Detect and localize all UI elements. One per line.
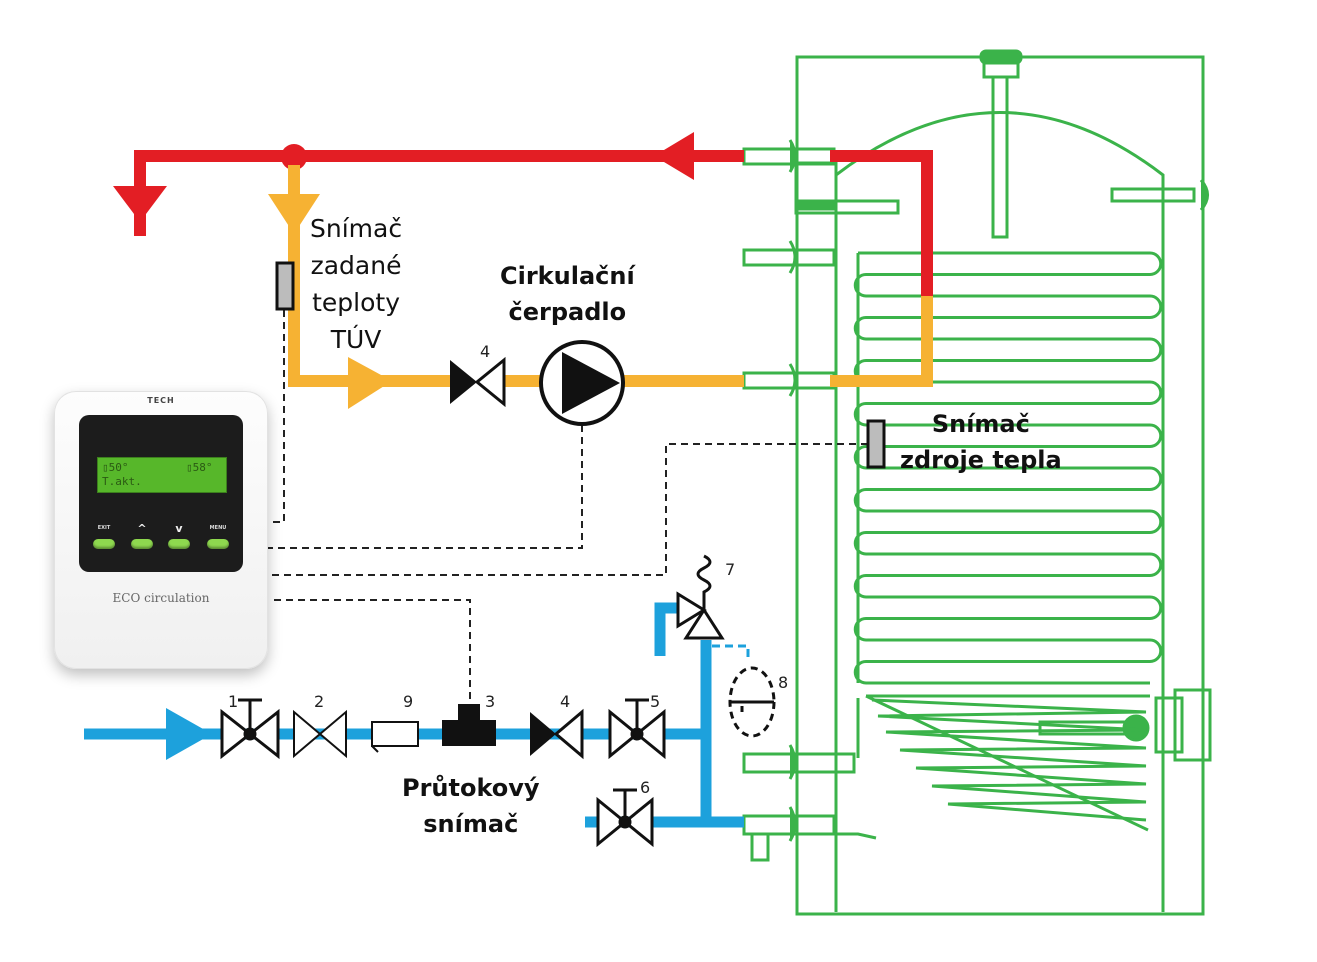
- dhw-sensor-label-line4: TÚV: [330, 325, 382, 354]
- lcd-mode-text: T.akt.: [102, 475, 142, 488]
- tank-sensor-well: [991, 75, 1009, 239]
- device-logo: ECO circulation: [112, 591, 210, 605]
- hot-junction: [281, 144, 307, 170]
- check-valve-top: [450, 356, 506, 408]
- circulation-pipe-left: [288, 165, 452, 387]
- heater-flange: [1154, 696, 1184, 754]
- label-num-3: 3: [485, 692, 496, 711]
- hot-outlet-arrow: [113, 186, 167, 222]
- shutoff-valve-5: [608, 698, 666, 760]
- signal-pump: [268, 425, 583, 549]
- dhw-sensor-label: Snímač zadané teploty TÚV: [310, 210, 402, 358]
- dhw-sensor-label-line1: Snímač: [310, 214, 403, 243]
- safety-valve-outlet: [654, 602, 684, 656]
- heat-source-sensor-label: Snímač zdroje tepla: [900, 406, 1062, 478]
- port-circulation-return: [742, 371, 836, 390]
- port-empty-1: [742, 248, 836, 267]
- down-icon: v: [175, 522, 183, 535]
- signal-heat-source: [268, 443, 868, 576]
- device-front-panel: ▯50° ▯58° T.akt. EXIT ^ v MENU: [79, 415, 243, 572]
- exit-button-label: EXIT: [97, 525, 111, 531]
- lower-coil-turns: [871, 698, 1147, 822]
- heater-cap: [1173, 688, 1212, 762]
- flange-2: [788, 240, 797, 274]
- hot-tank-loop: [830, 150, 933, 296]
- heat-source-sensor-label-line2: zdroje tepla: [900, 446, 1062, 474]
- shutoff-valve-1: [220, 698, 280, 760]
- device-brand: TECH: [147, 396, 175, 405]
- label-num-4-bottom: 4: [560, 692, 571, 711]
- exit-button[interactable]: [93, 539, 115, 549]
- expansion-vessel-8: [728, 666, 776, 738]
- lower-heat-exchanger-coil: [856, 694, 1150, 832]
- tank-top-port-collar: [982, 61, 1020, 79]
- flange-5: [788, 806, 797, 842]
- menu-button[interactable]: [207, 539, 229, 549]
- port-sensor-well-fill: [794, 200, 838, 211]
- eco-circulation-controller: TECH ▯50° ▯58° T.akt. EXIT ^ v MENU ECO …: [54, 391, 268, 669]
- up-icon: ^: [137, 522, 147, 535]
- label-num-7: 7: [725, 560, 736, 579]
- signal-flow-sensor: [274, 599, 471, 704]
- signal-lines: [268, 310, 868, 704]
- label-num-2: 2: [314, 692, 325, 711]
- device-lcd: ▯50° ▯58° T.akt.: [97, 457, 227, 493]
- lcd-set-temp: ▯50°: [102, 461, 129, 474]
- port-drain: [742, 814, 836, 836]
- down-button[interactable]: [168, 539, 190, 549]
- label-num-1: 1: [228, 692, 239, 711]
- drain-inner: [836, 832, 877, 840]
- hot-flow-arrow: [654, 132, 694, 180]
- pump-label-line2: čerpadlo: [508, 298, 627, 326]
- tank-right-port: [1110, 187, 1196, 203]
- strainer-9: [371, 721, 419, 753]
- port-box-1: [794, 161, 838, 205]
- port-cold-in: [742, 752, 856, 774]
- label-num-8: 8: [778, 673, 789, 692]
- flow-sensor-label: Průtokový snímač: [402, 770, 540, 842]
- port-drain-stub: [750, 832, 770, 862]
- expansion-link: [712, 644, 750, 658]
- dhw-sensor-label-line3: teploty: [312, 288, 400, 317]
- flow-sensor-3: [442, 704, 496, 746]
- heat-source-sensor: [866, 419, 886, 469]
- dhw-temperature-sensor: [275, 261, 295, 311]
- flow-sensor-label-line1: Průtokový: [402, 774, 540, 802]
- filter-valve-2: [293, 709, 347, 759]
- pump-label: Cirkulační čerpadlo: [500, 258, 635, 330]
- cold-flow-arrow: [166, 708, 212, 760]
- lcd-actual-temp: ▯58°: [186, 461, 213, 474]
- flange-4: [788, 744, 797, 780]
- circulation-pump: [539, 340, 625, 426]
- circulation-flow-arrow: [348, 357, 392, 409]
- safety-valve-7: [676, 554, 725, 640]
- signal-dhw-sensor: [268, 310, 285, 523]
- flange-3: [788, 363, 797, 397]
- dhw-sensor-label-line2: zadané: [310, 251, 402, 280]
- menu-button-label: MENU: [209, 525, 227, 531]
- circulation-tank-loop: [830, 296, 933, 387]
- drain-valve-6: [596, 788, 654, 848]
- tank-top-port: [979, 49, 1023, 65]
- hot-main-pipe: [134, 150, 744, 236]
- circulation-down-arrow: [268, 194, 320, 234]
- cold-riser: [700, 640, 744, 828]
- label-num-4-top: 4: [480, 342, 491, 361]
- flow-sensor-label-line2: snímač: [423, 810, 519, 838]
- up-button[interactable]: [131, 539, 153, 549]
- label-num-9: 9: [403, 692, 414, 711]
- pump-triangle: [562, 352, 620, 414]
- heat-source-sensor-label-line1: Snímač: [931, 410, 1030, 438]
- label-num-6: 6: [640, 778, 651, 797]
- tank-right-port-cap: [1199, 179, 1209, 211]
- label-num-5: 5: [650, 692, 661, 711]
- flange-1: [788, 139, 797, 173]
- check-valve-bottom: [530, 708, 584, 760]
- pump-label-line1: Cirkulační: [500, 262, 635, 290]
- upper-heat-exchanger-coil: [853, 251, 1163, 685]
